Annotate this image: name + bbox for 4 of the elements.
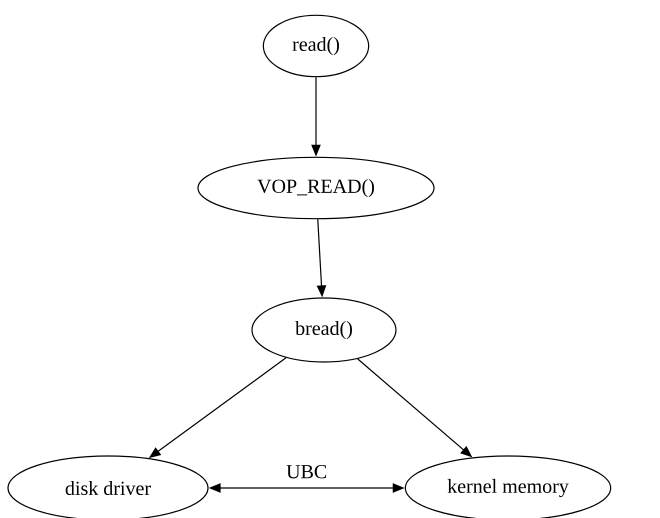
ellipse-node: bread() (251, 297, 397, 363)
ellipse-node: read() (262, 14, 370, 78)
ellipse-node: VOP_READ() (197, 156, 435, 220)
edge-label: UBC (284, 464, 329, 480)
